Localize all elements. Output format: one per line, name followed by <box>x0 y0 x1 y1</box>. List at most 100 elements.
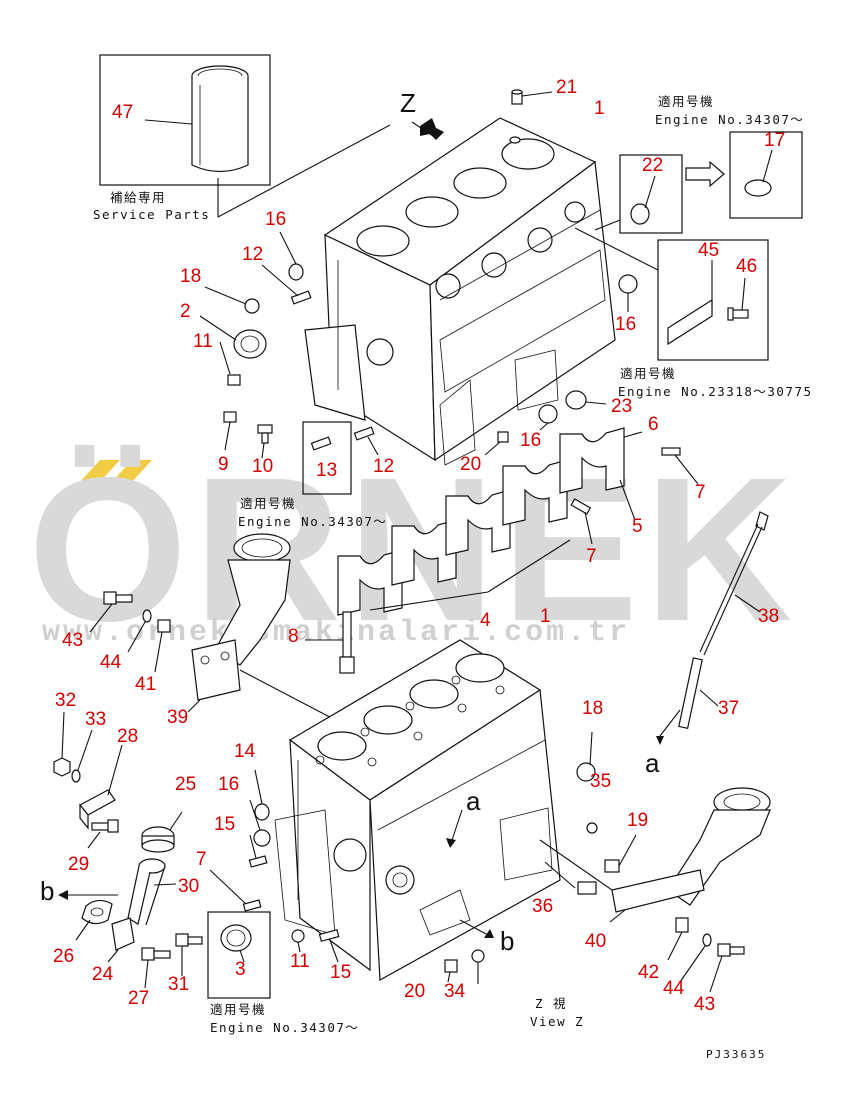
callout-label: 2 <box>180 301 191 322</box>
callout-label: 37 <box>718 698 739 719</box>
oil-filler-cap-25 <box>141 811 183 853</box>
callout-label: 22 <box>642 155 663 176</box>
callout-label: 1 <box>540 606 551 627</box>
note-engine-34307-mid: Engine No.34307～ <box>238 514 387 529</box>
oil-pipe-bracket-40 <box>539 787 771 923</box>
bearing-cap-2 <box>391 519 457 586</box>
flange-24 <box>107 917 135 963</box>
callout-label: 28 <box>117 726 138 747</box>
view-b-arrow-lower <box>459 919 494 938</box>
callout-label: 14 <box>234 741 256 762</box>
bolt-43-top <box>89 591 133 633</box>
watermark-url: www.ornekismakinalari.com.tr <box>42 616 630 650</box>
callout-label: 13 <box>316 460 337 481</box>
dipstick-guide-37 <box>656 657 719 745</box>
watermark-umlaut-right <box>110 460 152 484</box>
callout-label: 33 <box>85 709 106 730</box>
callout-label: 36 <box>532 896 553 917</box>
callout-label: 35 <box>590 771 611 792</box>
nut-32 <box>53 711 71 777</box>
callout-label: 7 <box>695 482 706 503</box>
upper-left-small-parts <box>199 231 379 495</box>
callout-label: 30 <box>178 876 199 897</box>
callout-label: 10 <box>252 456 273 477</box>
callout-label: 40 <box>585 931 606 952</box>
service-parts-label-en: Service Parts <box>93 207 210 222</box>
view-z-label-en: View Z <box>530 1014 584 1029</box>
callout-label: 26 <box>53 946 74 967</box>
note-engine-34307-mid-jp: 適用号機 <box>240 496 296 511</box>
oil-filler-tube-30 <box>127 858 177 926</box>
callout-label: 17 <box>764 130 785 151</box>
upper-cylinder-block <box>304 117 616 466</box>
callout-label: 47 <box>112 102 133 123</box>
callout-label: 19 <box>627 810 648 831</box>
view-z-arrow <box>411 118 444 140</box>
callout-label: 32 <box>55 690 76 711</box>
callout-label: 7 <box>586 546 597 567</box>
bearing-cap-3 <box>445 489 511 556</box>
lower-left-small-parts <box>209 769 340 963</box>
callout-numbers: 47 21 1 17 22 16 12 18 2 11 45 46 16 23 … <box>53 77 785 1015</box>
callout-label: 16 <box>265 209 286 230</box>
view-a-arrow-lower <box>446 809 463 848</box>
callout-label: 12 <box>373 456 394 477</box>
callout-label: 3 <box>235 959 246 980</box>
view-letter-z: Z <box>400 88 416 118</box>
washer-44-bottom <box>679 933 712 983</box>
note-engine-34307-bottom: Engine No.34307～ <box>210 1020 359 1035</box>
view-b-arrow-left <box>58 890 118 900</box>
callout-label: 24 <box>92 964 114 985</box>
plug-21 <box>511 89 553 105</box>
gasket-26 <box>75 899 113 941</box>
bolt-10 <box>257 424 273 459</box>
callout-label: 42 <box>638 962 659 983</box>
callout-label: 31 <box>168 974 189 995</box>
callout-label: 43 <box>694 994 715 1015</box>
service-parts-box: 補給専用 Service Parts <box>93 54 391 222</box>
callout-label: 11 <box>290 951 310 972</box>
callout-label: 34 <box>444 981 466 1002</box>
callout-label: 45 <box>698 240 719 261</box>
bolt-8 <box>305 611 355 674</box>
callout-label: 12 <box>242 244 263 265</box>
callout-label: 5 <box>632 516 643 537</box>
callout-label: 6 <box>648 414 659 435</box>
lower-right-small-parts <box>444 731 637 984</box>
callout-label: 43 <box>62 630 83 651</box>
lower-cylinder-block <box>274 639 561 981</box>
part-22-box <box>594 154 683 234</box>
service-parts-label-jp: 補給専用 <box>110 190 166 205</box>
bearing-cap-5 <box>559 427 625 494</box>
callout-label: 29 <box>68 854 89 875</box>
callout-label: 15 <box>214 814 235 835</box>
callout-label: 9 <box>218 454 229 475</box>
part-45-46-box <box>574 227 769 361</box>
washer-33 <box>71 729 93 783</box>
view-letter-a-right: a <box>645 748 660 778</box>
bearing-cap-1 <box>337 549 403 616</box>
callout-label: 20 <box>404 981 425 1002</box>
callout-label: 46 <box>736 256 757 277</box>
callout-label: 8 <box>288 626 299 647</box>
note-engine-34307-top: Engine No.34307～ <box>655 112 804 127</box>
bolt-29 <box>87 819 119 849</box>
callout-label: 7 <box>196 849 207 870</box>
note-engine-34307-bottom-jp: 適用号機 <box>210 1002 266 1017</box>
callout-label: 44 <box>100 652 122 673</box>
oil-pipe-bracket-39 <box>187 533 346 726</box>
washer-44-top <box>127 609 152 653</box>
arrow-to-part-17 <box>685 160 725 188</box>
part-3-box <box>207 911 271 999</box>
callout-label: 15 <box>330 962 351 983</box>
callout-label: 11 <box>193 331 213 352</box>
callout-label: 23 <box>611 396 632 417</box>
note-engine-34307-top-jp: 適用号機 <box>658 94 714 109</box>
callout-label: 25 <box>175 774 196 795</box>
callout-label: 4 <box>480 610 491 631</box>
callout-label: 16 <box>615 314 636 335</box>
callout-label: 1 <box>594 98 605 119</box>
bearing-cap-4 <box>502 459 568 526</box>
view-letter-b-left: b <box>40 876 54 906</box>
